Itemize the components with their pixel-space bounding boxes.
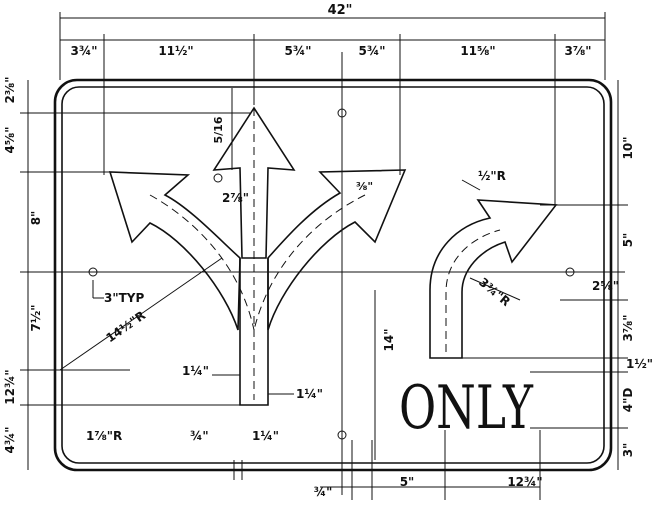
callout-typ: 3"TYP (104, 291, 144, 305)
dim-right-6: 4"D (621, 388, 635, 413)
callout-corner-radius: 1⅞"R (86, 429, 122, 443)
three-way-arrow (108, 106, 407, 406)
mounting-hole (337, 108, 347, 118)
callout-height-14: 14" (382, 329, 396, 352)
dim-right-5: 1½" (626, 357, 653, 371)
dim-bottom-2: 5" (400, 475, 415, 489)
dim-left-6: 4¾" (3, 426, 17, 453)
mounting-hole (565, 267, 575, 277)
dim-left-1: 2⅜" (3, 76, 17, 103)
dim-top-3: 5¾" (284, 44, 311, 58)
sign-outer-border (53, 78, 613, 472)
dim-overall-width: 42" (328, 3, 353, 18)
dim-left-5: 12¾" (3, 369, 17, 404)
dim-right-7: 3" (621, 443, 635, 458)
dim-right-2: 5" (621, 233, 635, 248)
dim-right-4: 3⅞" (621, 314, 635, 341)
mounting-hole (213, 173, 223, 183)
dim-top-6: 3⅞" (564, 44, 591, 58)
callout-stem-b: 1¼" (296, 387, 323, 401)
callout-radius-right: ½"R (478, 169, 506, 183)
dim-top-1: 3¾" (70, 44, 97, 58)
turn-arrow (429, 199, 558, 359)
callout-border-a: ¾" (190, 429, 209, 443)
sign-text-only: ONLY (399, 373, 534, 443)
callout-head-offset: ⅜" (356, 180, 373, 193)
mounting-hole (88, 267, 98, 277)
leader-line (59, 257, 223, 371)
mounting-hole (337, 430, 347, 440)
dim-top-5: 11⅝" (460, 44, 495, 58)
dim-bottom-1: ¾" (314, 485, 333, 499)
dim-top-4: 5¾" (358, 44, 385, 58)
callout-radius-curve: 3¾"R (476, 275, 513, 309)
leader-line (461, 179, 481, 191)
sign-inner-border (61, 86, 605, 464)
callout-stem-a: 1¼" (182, 364, 209, 378)
callout-radius-big: 14½"R (103, 308, 148, 345)
dim-left-4: 7½" (29, 304, 43, 331)
dim-left-2: 4⅝" (3, 126, 17, 153)
dim-right-3: 2⅝" (592, 279, 619, 293)
callout-border-b: 1¼" (252, 429, 279, 443)
dim-left-3: 8" (29, 211, 43, 226)
dim-top-2: 11½" (158, 44, 193, 58)
callout-head-width: 2⅞" (222, 191, 249, 205)
dim-bottom-3: 12¾" (507, 475, 542, 489)
callout-arrow-gap: 5/16 (212, 116, 225, 143)
dim-right-1: 10" (621, 137, 635, 160)
leader-line (469, 277, 521, 301)
